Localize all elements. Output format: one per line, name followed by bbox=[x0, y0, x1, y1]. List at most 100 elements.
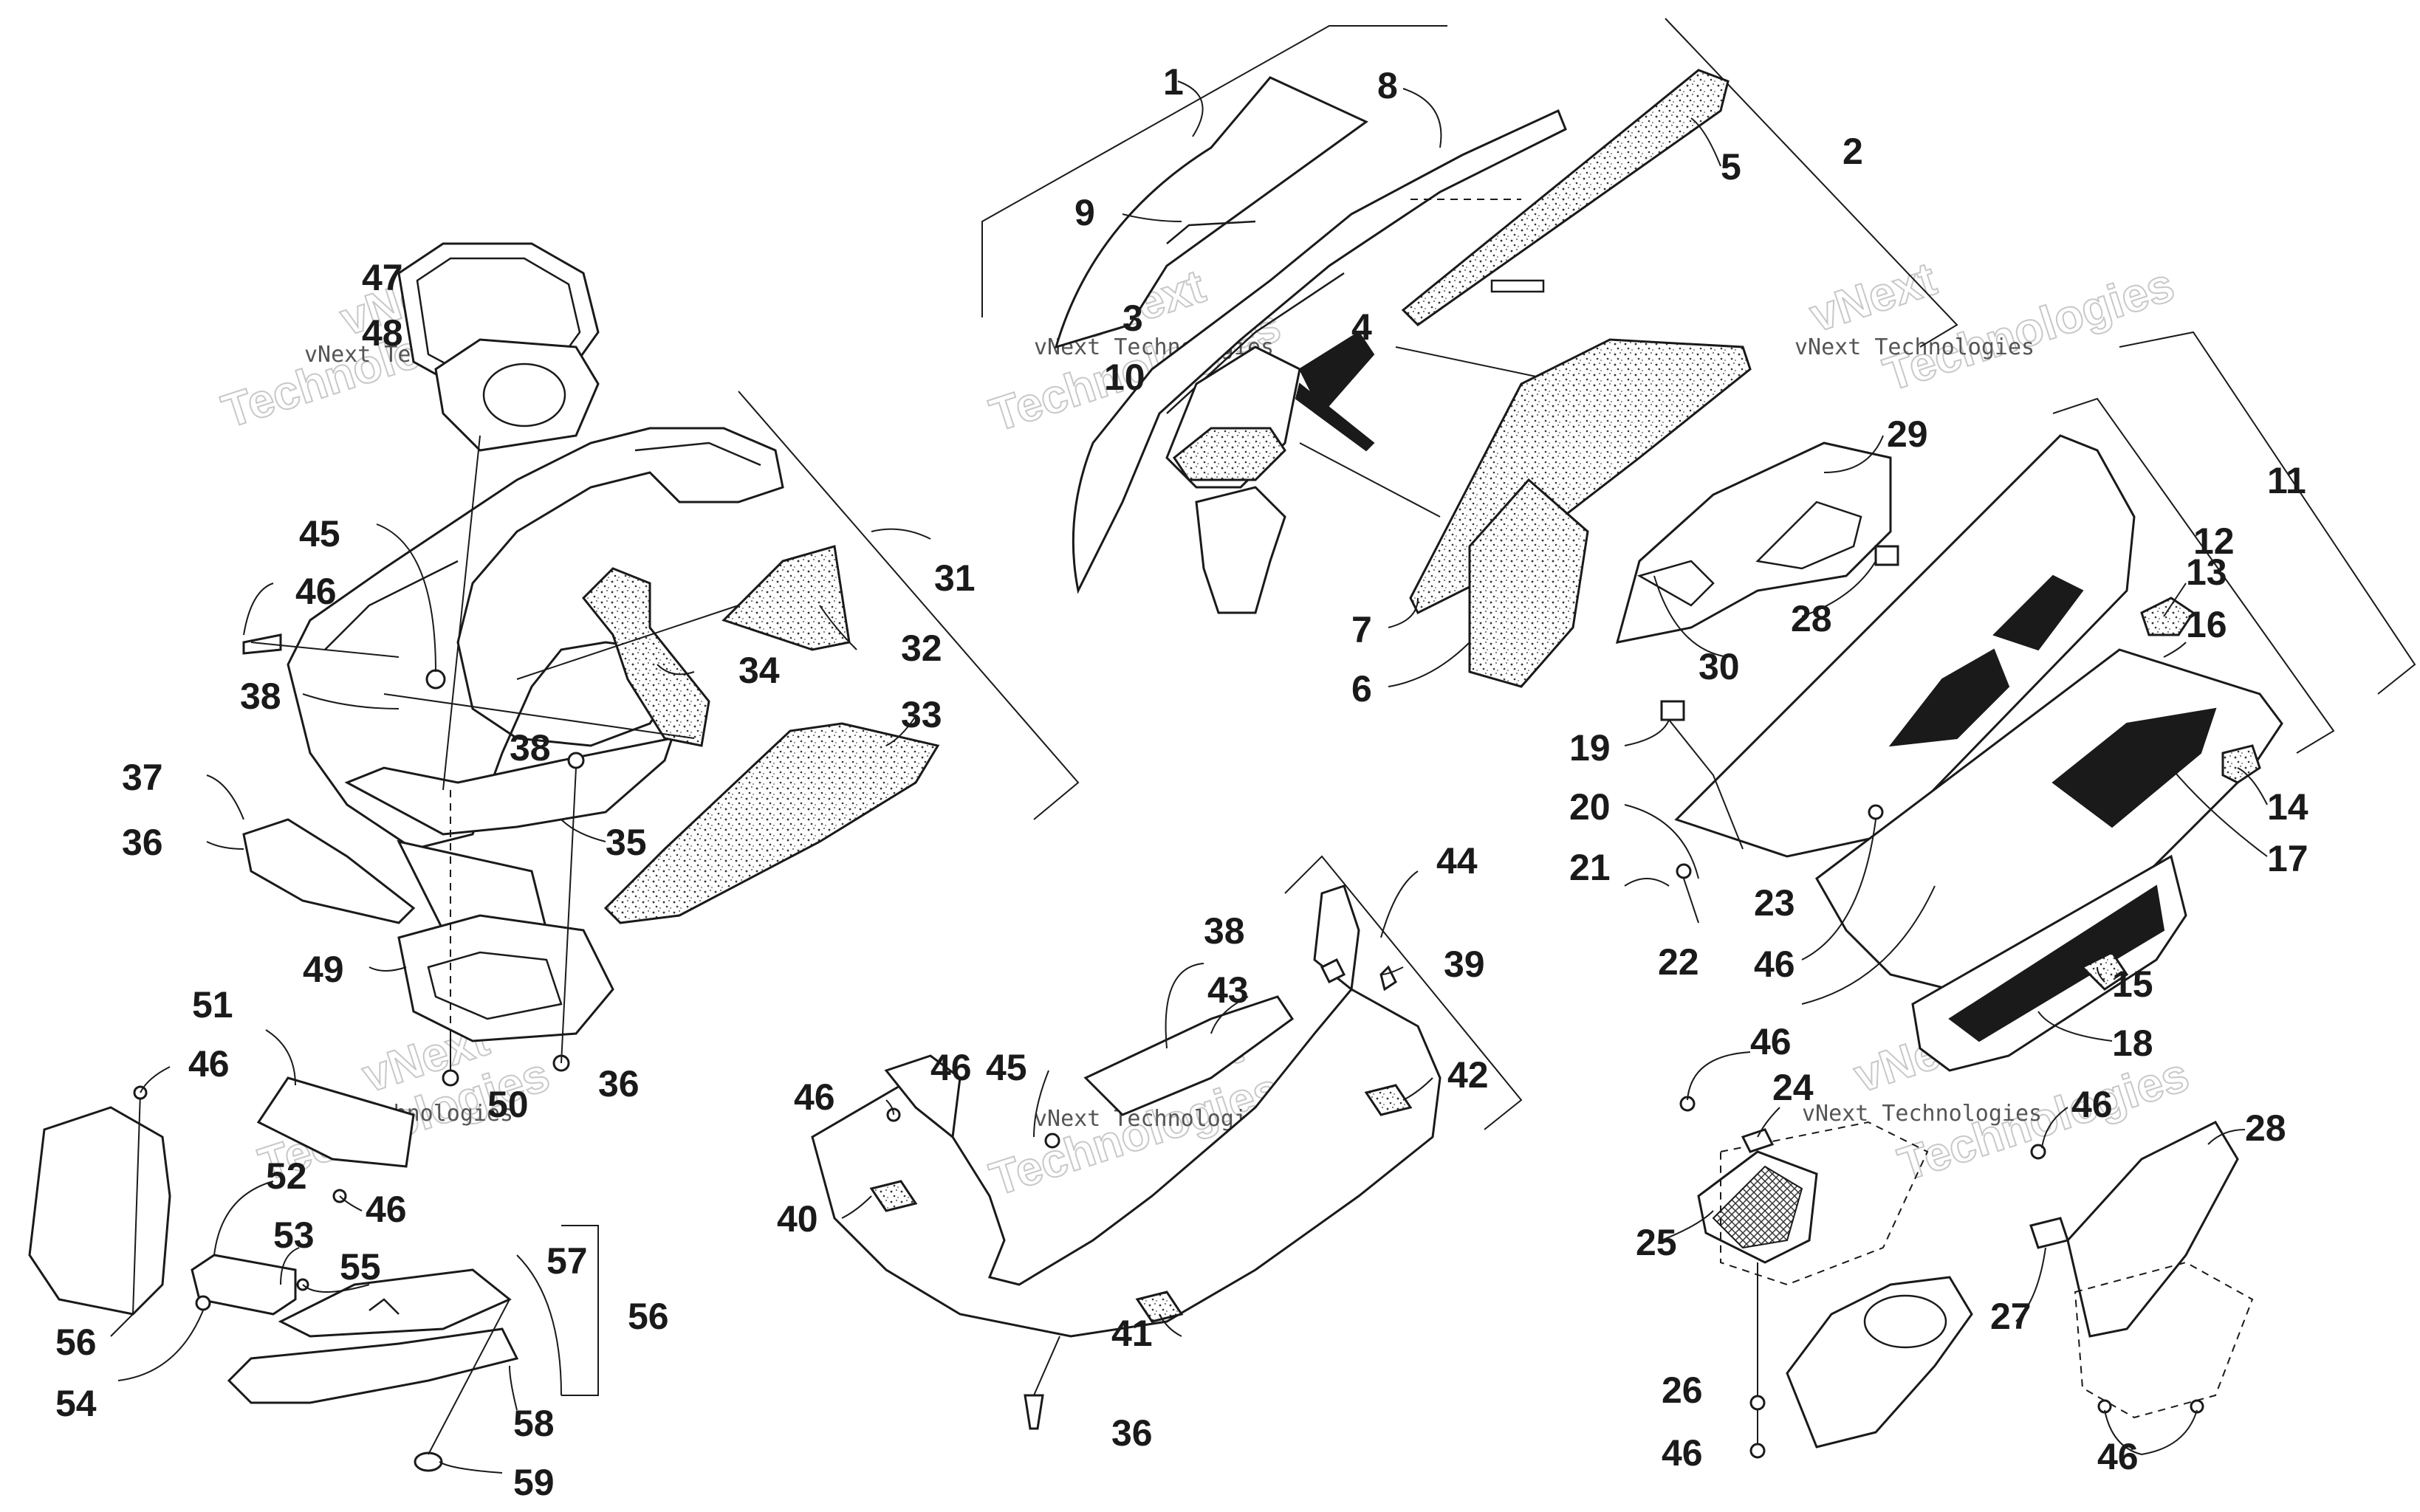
leader-line bbox=[339, 1195, 363, 1212]
callout-43: 43 bbox=[1207, 969, 1249, 1011]
leader-line bbox=[439, 1461, 503, 1474]
air-duct bbox=[278, 1268, 512, 1338]
callout-6: 6 bbox=[1351, 668, 1372, 709]
clip bbox=[195, 1295, 211, 1311]
callout-33: 33 bbox=[901, 694, 942, 735]
leader-line bbox=[140, 1066, 171, 1093]
wire bbox=[1624, 878, 1670, 887]
screw bbox=[1379, 965, 1397, 992]
leader-line bbox=[561, 767, 577, 1064]
screw bbox=[1676, 863, 1692, 879]
fastener bbox=[2030, 1144, 2046, 1160]
shell-rib bbox=[1755, 501, 1862, 570]
bracket-1 bbox=[981, 25, 1447, 317]
duct-opening bbox=[1863, 1294, 1947, 1349]
callout-27: 27 bbox=[1990, 1296, 2032, 1337]
callout-19: 19 bbox=[1569, 727, 1611, 769]
mesh-insert bbox=[1712, 1165, 1803, 1249]
foam-pad-small bbox=[721, 545, 851, 651]
callout-35: 35 bbox=[606, 822, 647, 863]
trim-strip bbox=[1083, 995, 1295, 1116]
fastener bbox=[1044, 1133, 1060, 1149]
leader-line bbox=[243, 583, 274, 636]
mount-outline bbox=[2074, 1261, 2254, 1419]
skid-plate bbox=[397, 914, 614, 1042]
callout-38b: 38 bbox=[510, 727, 551, 769]
callout-24: 24 bbox=[1772, 1067, 1814, 1108]
leader-line bbox=[516, 605, 739, 680]
callout-8: 8 bbox=[1377, 65, 1398, 106]
callout-46g: 46 bbox=[2071, 1084, 2113, 1125]
leader-line bbox=[2041, 1107, 2068, 1149]
foam-patch bbox=[2221, 744, 2261, 784]
fastener bbox=[425, 669, 446, 690]
callout-46j: 46 bbox=[930, 1047, 972, 1088]
front-lip bbox=[344, 737, 674, 836]
callout-57: 57 bbox=[546, 1240, 588, 1282]
callout-44: 44 bbox=[1436, 840, 1478, 882]
leader-line bbox=[132, 1092, 141, 1315]
callout-36a: 36 bbox=[122, 822, 163, 863]
leader-line bbox=[2097, 966, 2105, 983]
connector bbox=[1320, 958, 1346, 984]
leader-line bbox=[885, 1099, 894, 1116]
boot-opening bbox=[482, 362, 566, 427]
leader-line bbox=[1402, 88, 1442, 148]
leader-line bbox=[2237, 767, 2268, 805]
callout-4: 4 bbox=[1351, 306, 1372, 348]
leader-line bbox=[376, 523, 436, 673]
callout-15: 15 bbox=[2112, 963, 2153, 1005]
leader-line bbox=[1033, 1336, 1060, 1396]
leader-line bbox=[509, 1365, 518, 1411]
leader-line bbox=[280, 1247, 300, 1285]
leader-line bbox=[1177, 80, 1204, 137]
hood-panel bbox=[1072, 109, 1567, 594]
skid-plate-cutout bbox=[427, 951, 563, 1020]
callout-49: 49 bbox=[303, 949, 344, 990]
leader-line bbox=[1801, 885, 1936, 1005]
lower-side-panel bbox=[1195, 486, 1286, 614]
callout-36c: 36 bbox=[1111, 1412, 1153, 1454]
boot bbox=[434, 338, 600, 452]
graphic-band bbox=[1948, 884, 2165, 1042]
leader-line bbox=[516, 1254, 562, 1396]
callout-42: 42 bbox=[1447, 1054, 1489, 1096]
callout-46d: 46 bbox=[794, 1076, 835, 1118]
callout-31: 31 bbox=[934, 557, 976, 599]
leader-line bbox=[206, 774, 244, 820]
callout-22: 22 bbox=[1658, 941, 1699, 983]
callout-1: 1 bbox=[1163, 61, 1184, 103]
belly-rim bbox=[634, 441, 761, 467]
callout-3: 3 bbox=[1122, 298, 1143, 339]
side-panel-assembly bbox=[1615, 331, 2416, 1072]
leader-line bbox=[1380, 966, 1404, 975]
callout-13: 13 bbox=[2186, 551, 2227, 593]
leader-line bbox=[1757, 1107, 1780, 1138]
callout-30: 30 bbox=[1699, 646, 1740, 687]
callout-58: 58 bbox=[513, 1403, 555, 1444]
leader-line bbox=[1801, 560, 1876, 617]
leader-line bbox=[1165, 963, 1204, 1049]
leader-line bbox=[1388, 642, 1470, 687]
side-panel-upper bbox=[1674, 434, 2136, 858]
bracket-11 bbox=[2119, 331, 2416, 695]
callout-37: 37 bbox=[122, 757, 163, 798]
foam-patch bbox=[1135, 1291, 1184, 1323]
callout-46b: 46 bbox=[188, 1043, 230, 1085]
side-plate bbox=[2066, 1121, 2239, 1338]
graphic-f bbox=[1992, 574, 2084, 651]
leader-line bbox=[1801, 819, 1876, 961]
foam-patch bbox=[2140, 597, 2196, 636]
callout-34: 34 bbox=[738, 650, 780, 691]
leader-line bbox=[561, 819, 606, 842]
mount-bracket bbox=[256, 1076, 415, 1168]
callout-21: 21 bbox=[1569, 847, 1611, 888]
leader-line bbox=[442, 435, 481, 791]
foam-patch bbox=[2080, 951, 2129, 991]
callout-54: 54 bbox=[55, 1383, 97, 1424]
callout-46a: 46 bbox=[295, 571, 337, 612]
plug bbox=[414, 1451, 443, 1472]
callout-2: 2 bbox=[1843, 131, 1863, 172]
leader-line bbox=[1661, 1210, 1714, 1241]
callout-50: 50 bbox=[487, 1084, 529, 1125]
